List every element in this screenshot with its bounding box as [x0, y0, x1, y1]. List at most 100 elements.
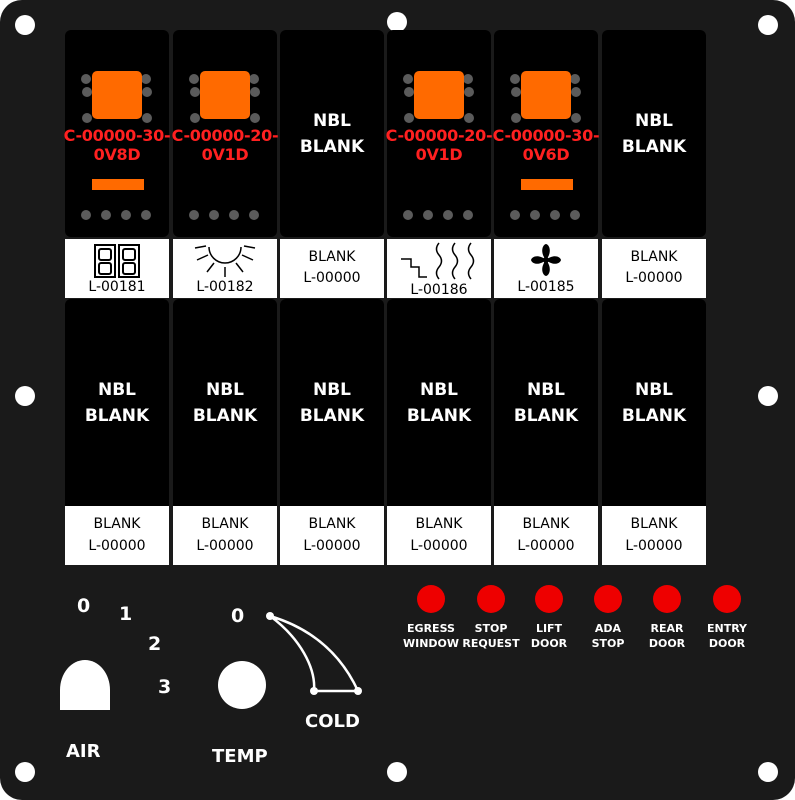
switch-code-line: 0V6D [522, 145, 570, 164]
mounting-hole [15, 386, 35, 406]
temp-label: TEMP [212, 746, 268, 767]
legend-top-3: BLANK L-00000 [280, 239, 384, 298]
legend-part-number: L-00186 [410, 282, 468, 298]
indicator-dots-bottom [387, 210, 491, 220]
switch-dot [403, 210, 413, 220]
switch-code: C-00000-30-0V8D [61, 126, 173, 164]
switch-dot [249, 210, 259, 220]
mounting-hole [758, 15, 778, 35]
mounting-hole [387, 12, 407, 32]
rocker-switch-bottom-4[interactable]: NBL BLANK [387, 299, 491, 535]
indicator-label-line: STOP [591, 637, 625, 650]
indicator-lamp-2 [477, 585, 505, 613]
mounting-hole [758, 762, 778, 782]
switch-code-line: C-00000-30- [492, 126, 600, 145]
switch-dot [249, 74, 259, 84]
switch-dot [250, 87, 260, 97]
rocker-switch-top-3[interactable]: NBL BLANK [280, 30, 384, 237]
switch-blank-line: NBL [312, 111, 352, 131]
switch-dot [121, 210, 131, 220]
switch-blank-line: BLANK [621, 137, 687, 157]
indicator-label-line: ADA [594, 622, 622, 635]
switch-dot [190, 113, 200, 123]
legend-part-number: L-00182 [196, 279, 254, 295]
switch-dot [229, 210, 239, 220]
switch-dot [463, 74, 473, 84]
switch-blank-line: NBL [97, 380, 137, 400]
mounting-hole [758, 386, 778, 406]
switch-blank-line: BLANK [299, 137, 365, 157]
rocker-switch-top-5[interactable]: C-00000-30-0V6D [493, 30, 600, 237]
legend-part-number: L-00000 [625, 538, 683, 554]
switch-dot [141, 74, 151, 84]
air-position-1: 1 [119, 603, 133, 625]
switch-dot [463, 210, 473, 220]
switch-blank-line: NBL [419, 380, 459, 400]
indicator-label-line: REQUEST [462, 637, 520, 650]
air-position-2: 2 [148, 633, 162, 655]
indicator-label-line: ENTRY [706, 622, 748, 635]
switch-blank-line: NBL [634, 111, 674, 131]
switch-dot [530, 210, 540, 220]
switch-code: C-00000-20-0V1D [383, 126, 495, 164]
rocker-switch-top-6[interactable]: NBL BLANK [602, 30, 706, 237]
switch-dot [403, 74, 413, 84]
lamp-icon [521, 71, 571, 119]
switch-code-line: C-00000-20- [385, 126, 493, 145]
switch-dot [189, 74, 199, 84]
temp-min-label: 0 [231, 605, 245, 627]
switch-blank-text: NBL BLANK [280, 108, 384, 160]
switch-dot [404, 87, 414, 97]
indicator-lamp-5 [653, 585, 681, 613]
mounting-hole [15, 15, 35, 35]
air-position-3: 3 [158, 676, 172, 698]
switch-blank-text: NBL BLANK [602, 108, 706, 160]
indicator-label-line: STOP [474, 622, 508, 635]
legend-part-number: L-00000 [517, 538, 575, 554]
legend-line-1: BLANK [415, 516, 463, 532]
temp-knob[interactable] [218, 661, 266, 709]
switch-dot [510, 210, 520, 220]
legend-top-5: L-00185 [494, 239, 598, 298]
air-knob[interactable] [60, 660, 110, 710]
lamp-icon [414, 71, 464, 119]
rocker-switch-top-4[interactable]: C-00000-20-0V1D [386, 30, 493, 237]
seat-icon [65, 239, 169, 283]
indicator-lamp-3 [535, 585, 563, 613]
indicator-label-line: REAR [650, 622, 684, 635]
legend-line-1: BLANK [630, 516, 678, 532]
legend-part-number: L-00000 [303, 270, 361, 286]
legend-part-number: L-00000 [303, 538, 361, 554]
switch-dot [511, 87, 521, 97]
switch-dot [81, 210, 91, 220]
indicator-dots-bottom [173, 210, 277, 220]
legend-line-1: BLANK [308, 249, 356, 265]
switch-dot [81, 74, 91, 84]
rocker-switch-top-1[interactable]: C-00000-30-0V8D [64, 30, 171, 237]
legend-bottom-4: BLANK L-00000 [387, 506, 491, 565]
legend-part-number: L-00000 [410, 538, 468, 554]
legend-part-number: L-00185 [517, 279, 575, 295]
fan-icon [494, 239, 598, 283]
switch-code-line: 0V8D [93, 145, 141, 164]
rocker-switch-top-2[interactable]: C-00000-20-0V1D [172, 30, 279, 237]
switch-dot [82, 113, 92, 123]
indicator-label-line: LIFT [535, 622, 563, 635]
